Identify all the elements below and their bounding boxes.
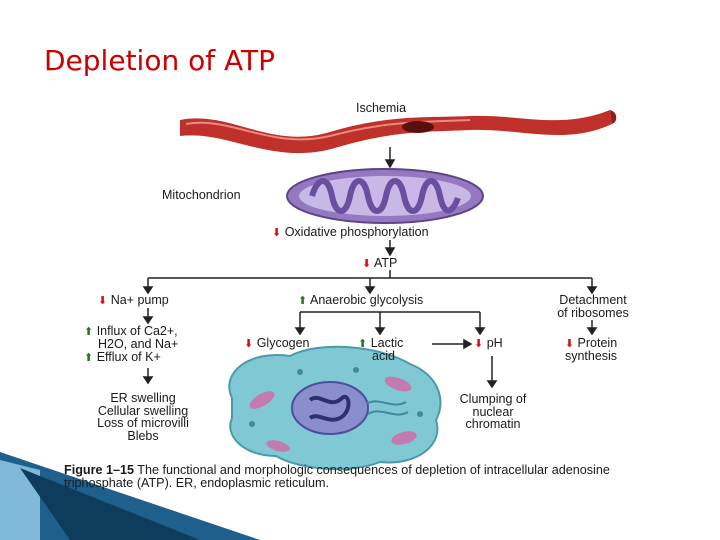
up-arrow-icon: ⬆ [298, 295, 308, 307]
label-lactic-line1: Lactic [370, 336, 404, 350]
label-ph: pH [486, 336, 503, 350]
figure-caption: Figure 1–15 The functional and morpholog… [64, 463, 654, 491]
label-detachment-line2: of ribosomes [557, 305, 629, 320]
slide-corner-decoration [0, 452, 260, 540]
label-protein-line1: Protein [577, 336, 618, 350]
label-clumping-line2: nuclear [472, 404, 514, 419]
slide-title: Depletion of ATP [44, 44, 275, 77]
down-arrow-icon: ⬇ [244, 338, 254, 350]
figure-caption-text: The functional and morphologic consequen… [64, 463, 610, 491]
label-influx-line2: H2O, and Na+ [98, 337, 179, 351]
down-arrow-icon: ⬇ [98, 295, 108, 307]
label-clumping-line1: Clumping of [459, 392, 527, 406]
label-efflux: Efflux of K+ [96, 349, 161, 364]
label-lactic-line2: acid [372, 349, 395, 363]
down-arrow-icon: ⬇ [474, 338, 484, 350]
label-mitochondrion: Mitochondrion [162, 188, 241, 202]
label-ischemia: Ischemia [356, 101, 407, 115]
label-influx-line1: Influx of Ca2+, [96, 324, 178, 338]
up-arrow-icon: ⬆ [84, 351, 94, 364]
label-er-line3: Loss of microvilli [97, 416, 189, 430]
down-arrow-icon: ⬇ [362, 258, 372, 270]
label-er-line2: Cellular swelling [97, 403, 189, 418]
figure-caption-label: Figure 1–15 [64, 463, 134, 477]
cell-icon [228, 345, 442, 471]
label-detachment-line1: Detachment [559, 293, 627, 307]
label-glycogen: Glycogen [256, 336, 310, 350]
label-er-line1: ER swelling [110, 391, 176, 405]
label-anaerobic-glycolysis: Anaerobic glycolysis [310, 293, 424, 307]
label-er-line4: Blebs [127, 428, 159, 443]
up-arrow-icon: ⬆ [84, 326, 94, 338]
label-oxphos: Oxidative phosphorylation [284, 225, 429, 239]
label-clumping-line3: chromatin [465, 417, 521, 431]
mitochondrion-icon [286, 168, 484, 224]
down-arrow-icon: ⬇ [564, 338, 575, 350]
label-protein-line2: synthesis [564, 349, 618, 363]
up-arrow-icon: ⬆ [358, 338, 368, 350]
label-atp: ATP [374, 256, 398, 270]
blood-vessel-icon [180, 110, 617, 154]
down-arrow-icon: ⬇ [272, 227, 282, 239]
label-na-pump: Na+ pump [110, 293, 169, 307]
